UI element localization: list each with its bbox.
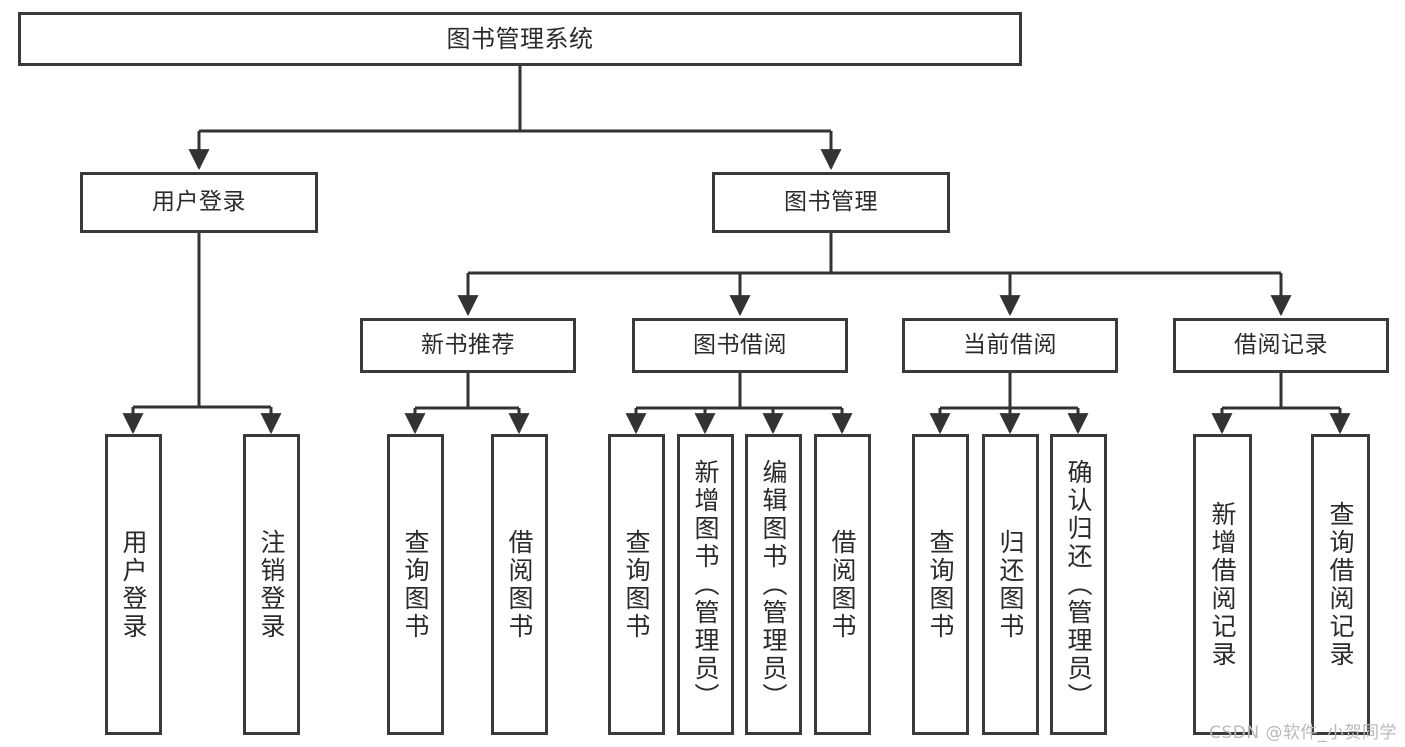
node-leaf-query-record[interactable]: 查询借阅记录 <box>1311 434 1370 735</box>
node-leaf-borrow-book-1[interactable]: 借阅图书 <box>491 434 548 735</box>
node-leaf-query-book-2[interactable]: 查询图书 <box>608 434 665 735</box>
watermark: CSDN @软件_小贺同学 <box>1209 723 1397 743</box>
node-leaf-confirm-return[interactable]: 确认归还（管理员） <box>1050 434 1107 735</box>
node-leaf-return-book[interactable]: 归还图书 <box>982 434 1039 735</box>
node-leaf-query-record-label: 查询借阅记录 <box>1326 500 1355 669</box>
node-leaf-borrow-book-2-label: 借阅图书 <box>828 528 857 641</box>
node-leaf-return-book-label: 归还图书 <box>996 528 1025 641</box>
node-leaf-user-login-label: 用户登录 <box>119 528 148 641</box>
node-leaf-query-book-2-label: 查询图书 <box>622 528 651 641</box>
node-new-book-rec[interactable]: 新书推荐 <box>360 318 576 373</box>
node-book-borrow[interactable]: 图书借阅 <box>632 318 848 373</box>
node-leaf-confirm-return-label: 确认归还（管理员） <box>1064 458 1093 711</box>
node-leaf-add-record-label: 新增借阅记录 <box>1208 500 1237 669</box>
node-current-borrow[interactable]: 当前借阅 <box>902 318 1118 373</box>
node-leaf-borrow-book-2[interactable]: 借阅图书 <box>814 434 871 735</box>
node-leaf-logout[interactable]: 注销登录 <box>243 434 300 735</box>
node-leaf-query-book-1[interactable]: 查询图书 <box>387 434 444 735</box>
node-current-borrow-label: 当前借阅 <box>963 331 1057 358</box>
node-leaf-query-book-1-label: 查询图书 <box>401 528 430 641</box>
node-leaf-add-record[interactable]: 新增借阅记录 <box>1193 434 1252 735</box>
node-leaf-logout-label: 注销登录 <box>257 528 286 641</box>
node-leaf-borrow-book-1-label: 借阅图书 <box>505 528 534 641</box>
node-leaf-user-login[interactable]: 用户登录 <box>105 434 162 735</box>
node-book-manage[interactable]: 图书管理 <box>712 172 950 233</box>
node-borrow-record-label: 借阅记录 <box>1234 331 1328 358</box>
node-leaf-edit-book[interactable]: 编辑图书（管理员） <box>745 434 802 735</box>
node-leaf-add-book[interactable]: 新增图书（管理员） <box>677 434 734 735</box>
node-user-login[interactable]: 用户登录 <box>80 172 318 233</box>
node-leaf-add-book-label: 新增图书（管理员） <box>691 458 720 711</box>
node-leaf-query-book-3-label: 查询图书 <box>926 528 955 641</box>
node-root-label: 图书管理系统 <box>446 24 594 53</box>
node-book-borrow-label: 图书借阅 <box>693 331 787 358</box>
node-root[interactable]: 图书管理系统 <box>18 12 1022 66</box>
node-borrow-record[interactable]: 借阅记录 <box>1173 318 1389 373</box>
node-leaf-query-book-3[interactable]: 查询图书 <box>912 434 969 735</box>
node-book-manage-label: 图书管理 <box>784 188 878 215</box>
node-leaf-edit-book-label: 编辑图书（管理员） <box>759 458 788 711</box>
node-new-book-rec-label: 新书推荐 <box>421 331 515 358</box>
node-user-login-label: 用户登录 <box>152 188 246 215</box>
